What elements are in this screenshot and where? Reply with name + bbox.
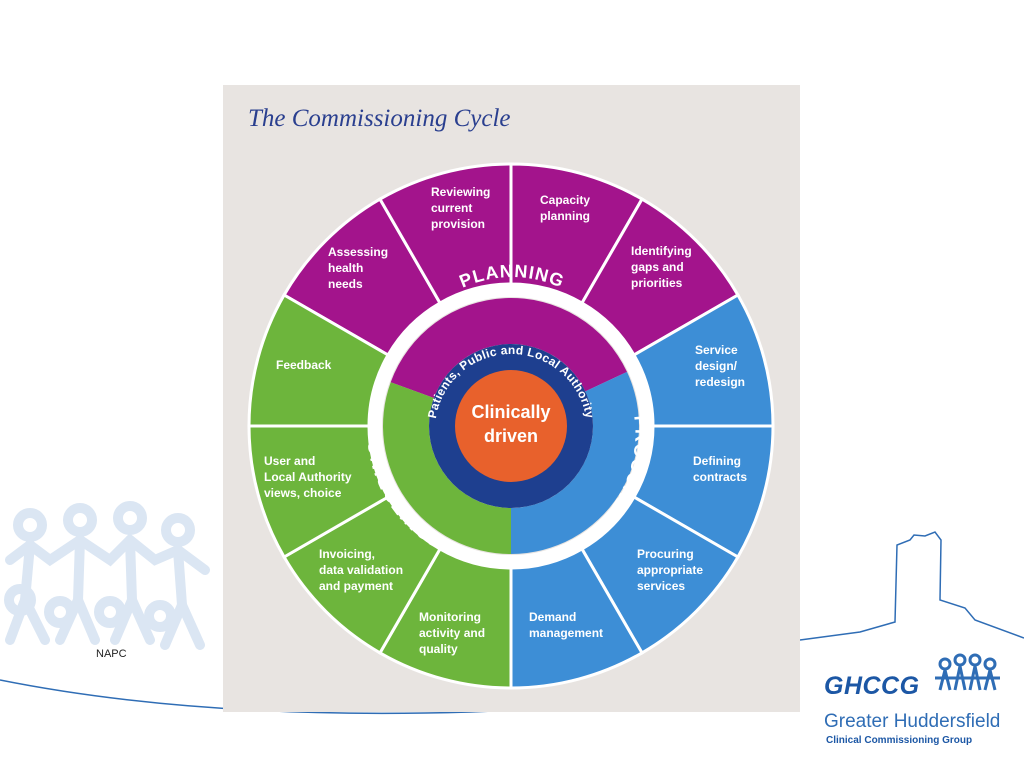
segment-label-line: priorities <box>631 276 683 290</box>
segment-label-line: Capacity <box>540 193 590 207</box>
napc-label: NAPC <box>96 648 127 660</box>
segment-label-demand: Demand management <box>529 610 603 640</box>
segment-label-line: Reviewing <box>431 185 490 199</box>
center-label-line2: driven <box>484 426 538 446</box>
segment-label-line: appropriate <box>637 563 703 577</box>
phase-ring-monitoring <box>382 382 511 554</box>
segment-label-monitoring-activity: Monitoring activity and quality <box>419 610 485 656</box>
segment-label-procuring: Procuring appropriate services <box>637 547 703 593</box>
segment-label-invoicing: Invoicing, data validation and payment <box>319 547 403 593</box>
ghccg-logo-name: Greater Huddersfield <box>824 711 1001 732</box>
segment-label-identifying: Identifying gaps and priorities <box>631 244 692 290</box>
segment-label-line: data validation <box>319 563 403 577</box>
segment-label-line: Invoicing, <box>319 547 375 561</box>
segment-label-line: Defining <box>693 454 741 468</box>
ghccg-logo-subtitle: Clinical Commissioning Group <box>826 735 973 746</box>
segment-label-line: services <box>637 579 685 593</box>
segment-label-line: Procuring <box>637 547 694 561</box>
segment-label-feedback: Feedback <box>276 358 332 372</box>
segment-label-line: User and <box>264 454 315 468</box>
segment-label-line: planning <box>540 209 590 223</box>
segment-label-line: Assessing <box>328 245 388 259</box>
segment-label-line: Monitoring <box>419 610 481 624</box>
outer-segment-feedback <box>247 292 391 428</box>
segment-label-line: Identifying <box>631 244 692 258</box>
segment-label-line: management <box>529 626 603 640</box>
segment-label-line: current <box>431 201 472 215</box>
segment-label-line: design/ <box>695 359 738 373</box>
segment-label-line: Demand <box>529 610 576 624</box>
separator-ring <box>370 285 652 567</box>
diagram-title: The Commissioning Cycle <box>248 105 511 132</box>
segment-label-line: quality <box>419 642 458 656</box>
segment-label-assessing: Assessing health needs <box>328 245 388 291</box>
segment-label-line: views, choice <box>264 486 342 500</box>
ghccg-people-logo-icon <box>935 653 1000 691</box>
segment-label-reviewing: Reviewing current provision <box>431 185 490 231</box>
tower-outline-decoration <box>799 531 1024 641</box>
center-hub <box>455 370 567 482</box>
segment-label-service-design: Service design/redesign <box>695 343 745 389</box>
segment-label-line: contracts <box>693 470 747 484</box>
segment-label-defining: Defining contracts <box>693 454 747 484</box>
segment-label-line: redesign <box>695 375 745 389</box>
phase-ring-procurement <box>511 371 639 554</box>
people-chain-decoration <box>4 501 210 650</box>
segment-label-line: Service <box>695 343 738 357</box>
segment-label-line: gaps and <box>631 260 684 274</box>
segment-label-capacity: Capacity planning <box>540 193 590 223</box>
ghccg-logo-text: GHCCG <box>824 672 920 700</box>
segment-label-line: provision <box>431 217 485 231</box>
wheel-group: Assessing health needs Reviewing current prov… <box>247 162 775 690</box>
segment-label-line: and payment <box>319 579 393 593</box>
segment-label-line: Local Authority <box>264 470 352 484</box>
phase-ring-planning <box>390 298 628 398</box>
center-label-line1: Clinically <box>471 402 550 422</box>
segment-label-line: health <box>328 261 363 275</box>
segment-label-line: needs <box>328 277 363 291</box>
segment-label-line: activity and <box>419 626 485 640</box>
segment-label-line: Feedback <box>276 358 332 372</box>
